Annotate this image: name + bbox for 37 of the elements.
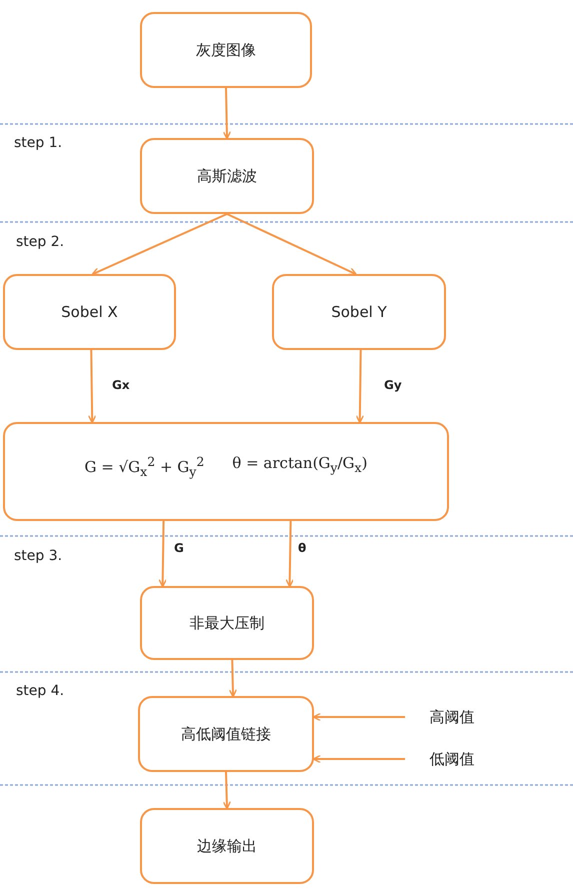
- process-box: [272, 274, 446, 350]
- process-box: [138, 696, 314, 772]
- edge-label: Gx: [110, 378, 132, 392]
- step-label: step 4.: [16, 683, 64, 699]
- process-box: [3, 422, 449, 521]
- arrow: [312, 712, 405, 722]
- edge-label: G: [172, 541, 186, 555]
- arrow: [356, 350, 364, 424]
- box-label: Sobel Y: [331, 303, 387, 321]
- threshold-label: 高阈值: [430, 708, 474, 726]
- arrow: [158, 520, 167, 588]
- box-label: 高低阈值链接: [181, 724, 271, 744]
- arrow: [312, 754, 405, 764]
- box-label: 高斯滤波: [197, 166, 257, 186]
- threshold-label: 低阈值: [430, 750, 474, 768]
- box-label: 非最大压制: [190, 614, 264, 632]
- arrow: [222, 772, 232, 810]
- box-label: 边缘输出: [197, 836, 257, 856]
- arrow: [226, 213, 357, 276]
- box-label: Sobel X: [61, 303, 118, 321]
- edge-label: θ: [296, 541, 308, 555]
- arrow: [92, 213, 228, 276]
- arrow: [88, 350, 96, 424]
- step-label: step 2.: [16, 234, 64, 250]
- box-label: 灰度图像: [196, 40, 256, 60]
- step-label: step 3.: [14, 548, 62, 564]
- arrow: [286, 520, 294, 588]
- edge-label: Gy: [382, 378, 404, 392]
- arrow: [228, 660, 238, 698]
- arrow: [222, 88, 232, 140]
- process-box: [140, 138, 314, 214]
- process-box: [140, 12, 312, 88]
- formula: θ = arctan(G$_{y}$/G$_{x}$): [232, 454, 368, 475]
- process-box: [140, 808, 314, 884]
- process-box: [140, 586, 314, 660]
- process-box: [3, 274, 176, 350]
- step-label: step 1.: [14, 135, 62, 151]
